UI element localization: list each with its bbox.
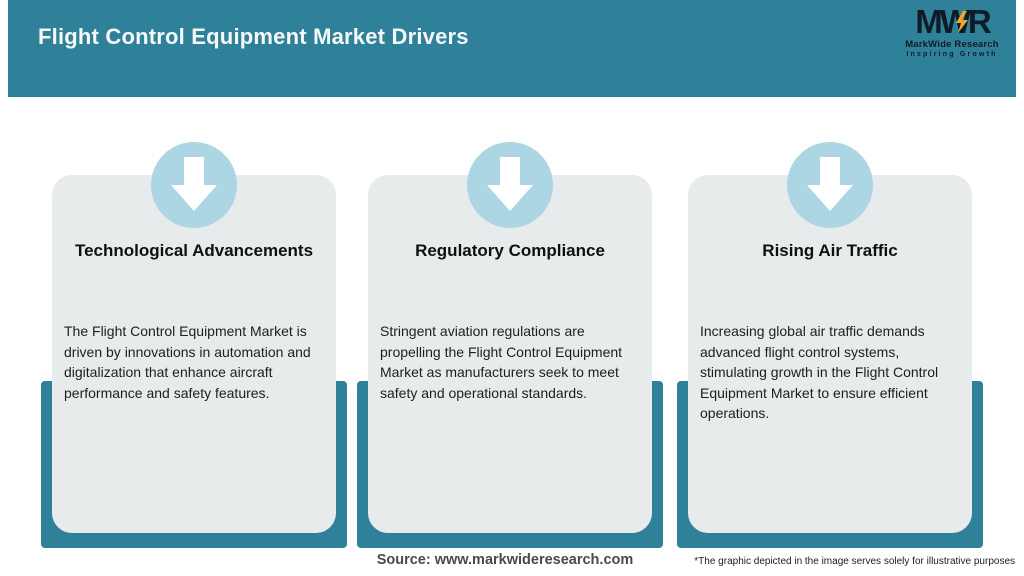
- logo-acronym-text: MWR: [915, 3, 991, 40]
- page-title: Flight Control Equipment Market Drivers: [38, 24, 469, 49]
- driver-card-technological-advancements: Technological Advancements The Flight Co…: [52, 142, 336, 533]
- source-text: Source: www.markwideresearch.com: [376, 552, 634, 568]
- down-arrow-icon: [487, 157, 533, 211]
- disclaimer-text: *The graphic depicted in the image serve…: [694, 556, 1015, 567]
- lightning-bolt-icon: [956, 11, 969, 33]
- down-arrow-icon: [807, 157, 853, 211]
- header-bar: Flight Control Equipment Market Drivers …: [8, 0, 1016, 97]
- card-body: Stringent aviation regulations are prope…: [380, 323, 623, 401]
- card-title: Technological Advancements: [74, 241, 314, 260]
- down-arrow-icon: [171, 157, 217, 211]
- logo-name: MarkWide Research: [905, 39, 999, 50]
- arrow-circle: [467, 142, 553, 228]
- card-title: Rising Air Traffic: [762, 241, 898, 260]
- card-body: The Flight Control Equipment Market is d…: [64, 323, 311, 401]
- arrow-circle: [151, 142, 237, 228]
- card-title: Regulatory Compliance: [415, 241, 605, 260]
- card-body: Increasing global air traffic demands ad…: [700, 323, 939, 421]
- logo-tagline: Inspiring Growth: [906, 51, 998, 58]
- driver-card-regulatory-compliance: Regulatory Compliance Stringent aviation…: [368, 142, 652, 533]
- arrow-circle: [787, 142, 873, 228]
- driver-card-rising-air-traffic: Rising Air Traffic Increasing global air…: [688, 142, 972, 533]
- logo-acronym: MWR: [915, 5, 991, 38]
- markwide-research-logo: MWR MarkWide Research Inspiring Growth: [904, 5, 1000, 58]
